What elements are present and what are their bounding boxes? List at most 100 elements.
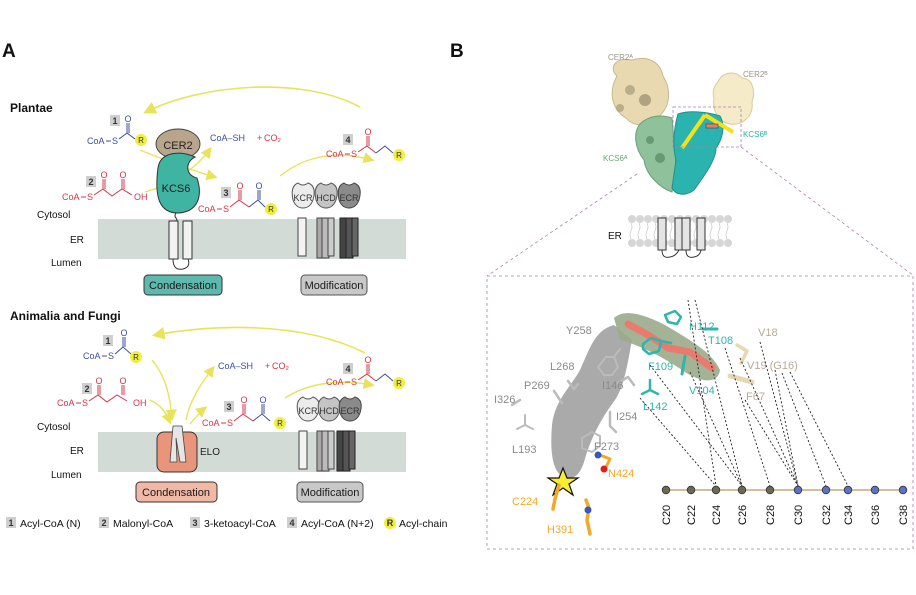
distance-line [687, 299, 717, 487]
residue-label-h112: H112 [689, 321, 714, 333]
o-text: O [236, 181, 243, 191]
residue-label-i254: I254 [616, 411, 637, 423]
distance-line [639, 397, 717, 487]
condensation-box [135, 481, 218, 503]
o-text: O [120, 328, 127, 338]
lipid-head [708, 215, 716, 223]
o-text: O [119, 170, 126, 180]
animalia-fungi-section: Animalia and Fungi 1 CoA S O R 2 CoA S O [10, 309, 406, 503]
chain-label-c30: C30 [793, 505, 805, 525]
residue-label-h391: H391 [547, 524, 573, 536]
kcs6b-label: KCS6ᴮ [743, 130, 768, 139]
r-highlight [135, 134, 147, 146]
kcs6-enzyme [156, 152, 200, 214]
tm-helix [182, 220, 193, 260]
r-text: R [133, 353, 139, 362]
er-label: ER [70, 446, 84, 457]
coa-text: CoA [87, 136, 105, 146]
ruler-icon [680, 113, 735, 150]
residue-label-i146: I146 [602, 380, 623, 392]
lipid-head [636, 239, 644, 247]
distance-line [781, 372, 827, 487]
zoom-panel [486, 275, 914, 550]
cer2a-surface [611, 57, 670, 126]
coa-text: CoA [62, 192, 80, 202]
lipid-head [628, 239, 636, 247]
badge-3 [221, 187, 231, 198]
coa-text: CoA [326, 377, 344, 387]
lipid-head [636, 215, 644, 223]
lipid-head [716, 215, 724, 223]
residue-labels: H112T108F109V104L142Y258L268P269I326I146… [494, 321, 798, 536]
legend-badge-text: 3 [192, 518, 197, 528]
plus-text: + [265, 361, 270, 371]
distance-line [739, 357, 799, 487]
modification-box [296, 481, 364, 503]
plantae-title: Plantae [10, 101, 53, 115]
chain-label-c32: C32 [821, 505, 833, 525]
distance-line [724, 347, 771, 487]
r-text: R [396, 151, 402, 160]
badge-2-text: 2 [84, 384, 89, 394]
er-membrane [98, 432, 406, 472]
tm-helix [657, 217, 667, 251]
chain-node-c32 [821, 485, 831, 495]
chain-label-c34: C34 [843, 505, 855, 525]
coa-text: CoA [83, 351, 101, 361]
residue-label-i326: I326 [494, 394, 515, 406]
acyl-coa-n-structure: 1 CoA S O R [83, 328, 142, 363]
chain-node-c24 [711, 485, 721, 495]
o-text: O [364, 127, 371, 137]
residue-label-l142: L142 [643, 401, 667, 413]
ecr-label: ECR [340, 406, 360, 416]
acyl-ligand [624, 320, 716, 372]
lumen-label: Lumen [51, 258, 82, 269]
chain-label-c22: C22 [686, 505, 698, 525]
animalia-title: Animalia and Fungi [10, 309, 121, 323]
protein-structure: CER2ᴬ CER2ᴮ KCS6ᴬ KCS6ᴮ ER [603, 53, 768, 258]
residue-label-y258: Y258 [566, 325, 592, 337]
lipid-head [708, 239, 716, 247]
distance-line [759, 341, 799, 487]
r-highlight-icon [384, 517, 396, 529]
malonyl-coa-structure: 2 CoA S O O OH [62, 170, 148, 202]
r-text: R [268, 205, 274, 214]
distance-line [649, 364, 743, 487]
tm-helix [168, 220, 179, 260]
kcr-enzyme [291, 182, 315, 209]
chain-node-c36 [870, 485, 880, 495]
residue-label-l268: L268 [550, 361, 574, 373]
residue-label-f109: F109 [648, 361, 673, 373]
s-text: S [87, 192, 93, 202]
r-text: R [138, 136, 144, 145]
coa-text: CoA [57, 398, 75, 408]
er-membrane [98, 219, 406, 259]
badge-1-text: 1 [105, 336, 110, 346]
chain-label-c26: C26 [737, 505, 749, 525]
o-text: O [240, 395, 247, 405]
badge-2 [86, 176, 96, 187]
distance-line [774, 369, 799, 487]
s-text: S [82, 398, 88, 408]
panel-a-label: A [2, 41, 16, 62]
lipid-head [724, 215, 732, 223]
lipid-head [724, 239, 732, 247]
coa-sh-text: CoA–SH [210, 133, 245, 143]
co2-text: CO₂ [264, 133, 282, 143]
chain-label-c24: C24 [711, 505, 723, 525]
acyl-coa-n2-structure: 4 CoA S O R [326, 355, 405, 389]
kcs6a-label: KCS6ᴬ [603, 154, 628, 163]
chain-label-c38: C38 [898, 505, 910, 525]
lipid-head [644, 239, 652, 247]
coa-text: CoA [202, 418, 220, 428]
s-text: S [227, 418, 233, 428]
residue-label-v18: V18 [758, 327, 778, 339]
badge-4-text: 4 [345, 135, 350, 145]
legend-label: Acyl-chain [399, 518, 448, 530]
modification-label: Modification [301, 487, 360, 499]
